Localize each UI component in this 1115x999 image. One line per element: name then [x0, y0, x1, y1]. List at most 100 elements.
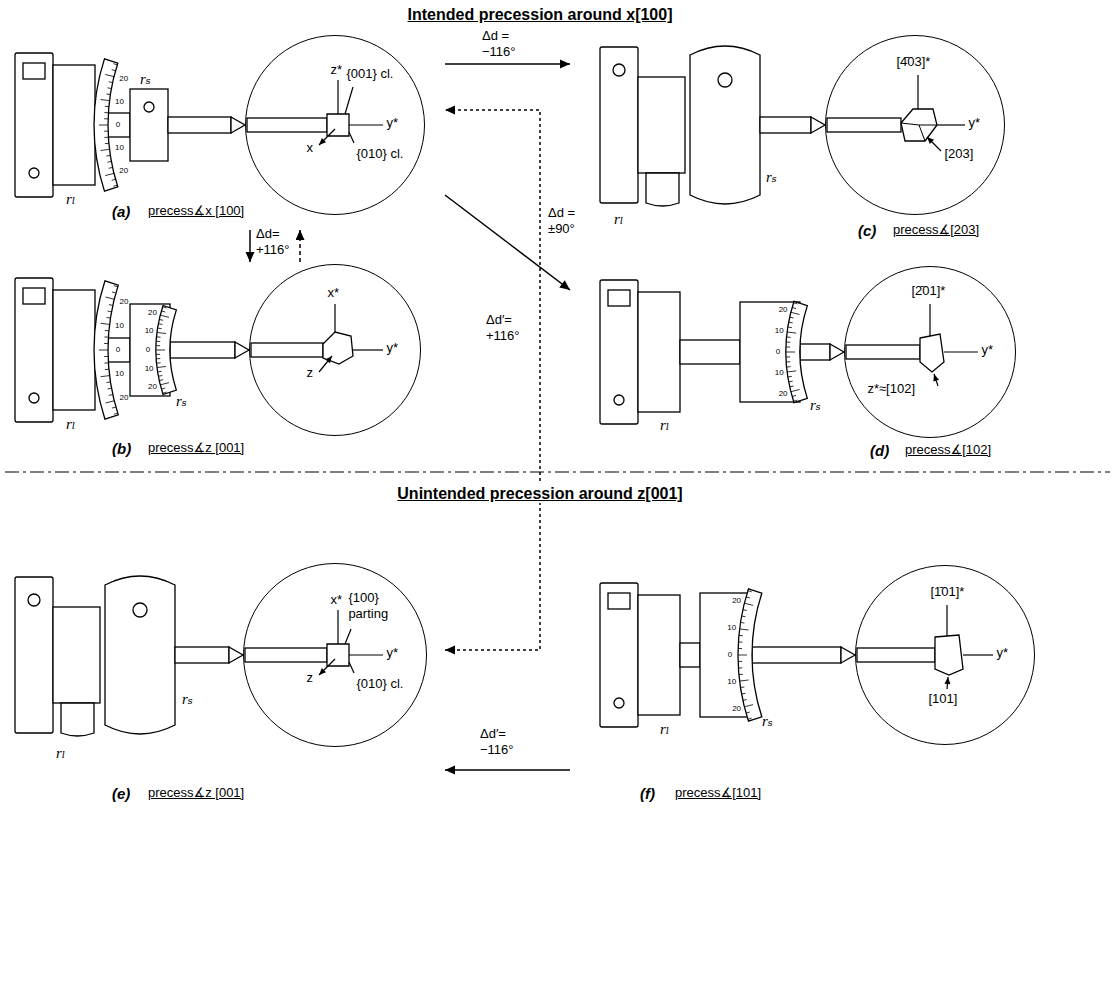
view-circle: z*{001} cl.y*x{010} cl.	[245, 35, 425, 215]
rotation-step-label: Δd = ±90°	[548, 205, 594, 236]
scale-tick	[159, 319, 163, 321]
mounting-rod	[846, 345, 920, 359]
scale-tick	[738, 655, 747, 656]
crystal	[323, 332, 353, 364]
goniometer-head	[600, 583, 855, 727]
axis-label: x	[306, 140, 313, 156]
scale-tick	[792, 395, 796, 396]
axis-arrowhead	[319, 138, 326, 145]
scale-number: 10	[145, 327, 154, 335]
carriage-foot	[646, 173, 679, 206]
scale-number: 0	[116, 346, 120, 354]
figure-panel: (e)precess∡z [001]x*{100} partingy*z{010…	[5, 540, 445, 810]
axis-line	[929, 304, 930, 336]
arc-carriage	[53, 65, 95, 185]
scale-tick	[786, 352, 795, 353]
arrowhead	[445, 766, 455, 775]
screw	[144, 102, 154, 112]
view-circle: [2̄01]*y*z*≈[102]	[844, 266, 1016, 438]
scale-tick	[101, 376, 110, 377]
goniometer-head	[15, 576, 243, 736]
scale-tick	[106, 381, 110, 383]
scale-tick	[106, 155, 110, 157]
pin-tip	[231, 117, 245, 133]
screw	[29, 393, 39, 403]
crystal-edge	[919, 125, 925, 141]
scale-tick	[739, 635, 743, 636]
goniometer-head	[15, 53, 245, 197]
scale-tick	[104, 118, 108, 119]
scale-number: 0	[776, 348, 780, 356]
rotation-step-label: Δd= +116°	[256, 226, 296, 257]
pin-tip	[811, 117, 825, 133]
crystal	[327, 644, 349, 666]
axis-line	[337, 610, 338, 644]
scale-tick	[740, 680, 749, 681]
axis-line	[337, 80, 338, 114]
scale-tick	[742, 693, 746, 695]
scale-number: 20	[148, 383, 157, 391]
scale-tick	[105, 330, 109, 331]
mounting-rod	[251, 343, 323, 357]
scale-tick	[163, 392, 167, 393]
scale-tick	[156, 345, 160, 346]
axis-label: y*	[981, 342, 993, 358]
scale-tick	[791, 389, 800, 391]
axis-label: [2̄01]*	[911, 283, 945, 299]
transition-arrow	[296, 230, 305, 262]
scale-tick	[787, 336, 791, 337]
axis-label: z	[306, 670, 313, 686]
view-circle: x*y*z	[249, 264, 421, 436]
crystal-view	[247, 80, 383, 145]
axis-label: x*	[330, 592, 342, 608]
scale-number: 10	[727, 624, 736, 632]
scale-tick	[156, 350, 165, 351]
arrow-line	[445, 769, 570, 771]
scale-tick	[738, 648, 742, 649]
scale-tick	[738, 661, 742, 662]
scale-tick	[746, 712, 750, 713]
scale-tick	[743, 699, 747, 701]
mounting-rod	[245, 648, 327, 662]
section-heading: Intended precession around x[100]	[408, 5, 673, 24]
axis-line	[349, 132, 354, 143]
scale-tick	[740, 622, 744, 624]
arrowhead	[560, 60, 570, 69]
scale-tick	[157, 362, 161, 363]
arrowhead	[445, 646, 455, 655]
scale-tick	[739, 674, 743, 675]
scale-arc	[94, 281, 118, 419]
section-heading: Unintended precession around z[001]	[392, 484, 687, 503]
axis-line	[334, 304, 335, 332]
scale-band	[94, 59, 118, 191]
scale-tick	[107, 87, 111, 89]
scale-tick	[157, 366, 166, 367]
axis-label: y*	[996, 645, 1008, 661]
crystal-view	[857, 605, 993, 689]
scale-tick	[788, 376, 792, 378]
scale-tick	[104, 336, 108, 337]
scale-tick	[789, 381, 793, 383]
scale-number: 10	[775, 369, 784, 377]
scale-tick	[112, 179, 116, 180]
axis-line	[963, 654, 993, 655]
scale-tick	[160, 383, 169, 385]
shaft	[752, 647, 841, 663]
arc-carriage	[638, 77, 685, 173]
transition-arrow	[445, 766, 570, 775]
panel-caption: precess∡z [001]	[148, 440, 244, 456]
scale-tick	[112, 407, 116, 408]
scale-number: 20	[119, 75, 128, 83]
scale-tick	[112, 70, 116, 71]
axis-line	[345, 87, 353, 114]
scale-tick	[108, 311, 112, 313]
arc-carriage	[53, 607, 100, 703]
slot	[23, 288, 45, 304]
axis-line	[349, 654, 383, 655]
scale-tick	[161, 388, 165, 389]
scale-tick	[106, 93, 110, 95]
figure-panel: (c)precess∡[203][4̄03]*[203]y*	[570, 35, 1110, 240]
scale-tick	[792, 307, 796, 308]
crystal-view	[846, 304, 978, 386]
scale-tick	[748, 718, 752, 719]
